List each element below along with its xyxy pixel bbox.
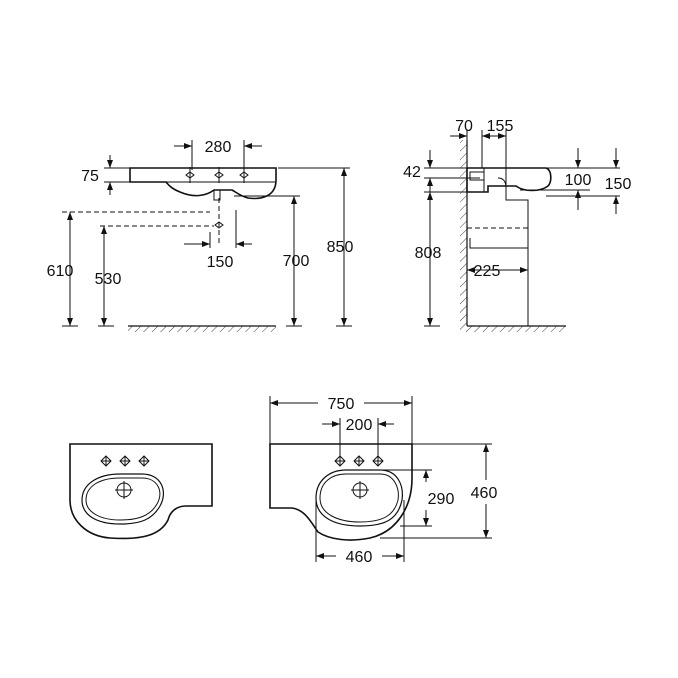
dim-460-horizontal: 460 <box>346 549 373 566</box>
drain-icon-right <box>351 481 369 499</box>
dim-530: 530 <box>95 271 122 288</box>
side-floor-hatch <box>460 326 566 332</box>
tap-holes-right <box>334 455 384 467</box>
dim-75: 75 <box>81 168 99 185</box>
dim-850: 850 <box>327 239 354 256</box>
tap-holes-left <box>100 455 150 467</box>
basin-front-outline <box>129 167 277 200</box>
dim-225: 225 <box>474 263 501 280</box>
basin-side-profile <box>466 167 552 193</box>
tap-hole-markers <box>185 167 249 183</box>
basin-top-outline-right <box>269 443 413 541</box>
dim-200: 200 <box>346 417 373 434</box>
top-view-right: 750 200 290 460 460 <box>269 396 498 566</box>
dim-700: 700 <box>283 253 310 270</box>
dim-460-vertical: 460 <box>471 485 498 502</box>
side-elevation-view: 70 155 42 808 225 100 150 <box>403 118 631 332</box>
pedestal-side <box>469 192 529 249</box>
dim-155: 155 <box>487 118 514 135</box>
drain-icon-left <box>115 481 133 499</box>
dim-610: 610 <box>47 263 74 280</box>
dim-150-side: 150 <box>605 176 632 193</box>
wall-hatch <box>460 140 467 326</box>
floor-hatch <box>128 326 276 332</box>
basin-top-outline-left <box>69 443 213 540</box>
dim-42: 42 <box>403 164 421 181</box>
dim-100: 100 <box>565 172 592 189</box>
front-elevation-view: 280 75 610 530 150 <box>47 139 354 332</box>
dim-290: 290 <box>428 491 455 508</box>
bowl-left <box>81 473 164 525</box>
top-view-left <box>69 443 213 540</box>
dim-70: 70 <box>455 118 473 135</box>
dim-280: 280 <box>205 139 232 156</box>
dim-808: 808 <box>415 245 442 262</box>
dim-750: 750 <box>328 396 355 413</box>
dim-150-front: 150 <box>207 254 234 271</box>
bowl-right <box>315 469 403 527</box>
